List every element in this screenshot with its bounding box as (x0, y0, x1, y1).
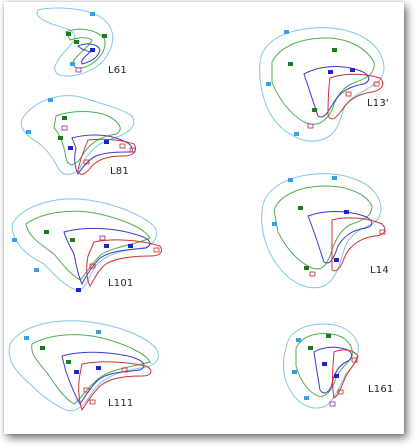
marker-cyan (294, 132, 299, 136)
panel-l111: L111 (4, 314, 204, 424)
marker-cyan (26, 130, 31, 134)
section-drawing-l161 (282, 323, 359, 409)
marker-blue (74, 370, 79, 374)
marker-blue (68, 146, 73, 150)
marker-red (83, 159, 90, 165)
marker-cyan (12, 238, 17, 242)
marker-red (309, 271, 316, 277)
marker-blue (350, 68, 355, 72)
marker-red (129, 147, 136, 153)
marker-cyan (292, 370, 297, 374)
marker-red (83, 387, 90, 393)
marker-green (326, 334, 331, 338)
marker-green (40, 346, 45, 350)
panel-l161: L161 (274, 318, 404, 418)
marker-cyan (70, 62, 75, 66)
marker-green (66, 360, 71, 364)
figure-card: L61 L81 (4, 2, 404, 434)
marker-cyan (284, 30, 289, 34)
marker-green (58, 136, 63, 140)
marker-red (379, 229, 386, 235)
panel-label: L111 (108, 398, 134, 409)
marker-red (89, 263, 96, 269)
marker-cyan (272, 222, 277, 226)
section-drawing-l61 (36, 7, 114, 77)
marker-cyan (332, 176, 337, 180)
marker-open (75, 67, 82, 73)
marker-cyan (296, 338, 301, 342)
marker-red (89, 399, 96, 405)
marker-green (304, 266, 309, 270)
section-drawing-l101 (11, 198, 163, 292)
panel-label: L81 (110, 166, 129, 177)
panel-l101: L101 (4, 194, 204, 304)
marker-blue (90, 48, 95, 52)
marker-cyan (90, 12, 95, 16)
marker-blue (96, 366, 101, 370)
marker-red (121, 367, 128, 373)
marker-open (329, 401, 336, 407)
marker-green (298, 206, 303, 210)
marker-open (99, 235, 106, 241)
marker-blue (322, 362, 327, 366)
marker-red (119, 143, 126, 149)
marker-red (345, 91, 352, 97)
panel-label: L61 (108, 65, 127, 76)
marker-red (337, 389, 344, 395)
marker-red (373, 81, 380, 87)
marker-blue (334, 258, 339, 262)
panel-label: L13' (367, 98, 389, 109)
marker-green (70, 238, 75, 242)
marker-green (66, 32, 71, 36)
marker-cyan (304, 396, 309, 400)
marker-green (74, 40, 79, 44)
panel-l141: L14 (258, 170, 404, 300)
section-drawing-l81 (20, 95, 137, 175)
marker-blue (76, 288, 81, 292)
marker-red (351, 357, 358, 363)
marker-blue (328, 70, 333, 74)
panel-l81: L81 (4, 86, 204, 186)
marker-open (307, 123, 314, 129)
marker-cyan (34, 268, 39, 272)
marker-cyan (266, 82, 271, 86)
marker-open (61, 125, 68, 131)
panel-label: L161 (368, 384, 394, 395)
panel-l61: L61 (4, 2, 204, 92)
section-drawing-l111 (8, 320, 159, 412)
marker-cyan (48, 98, 53, 102)
marker-green (62, 116, 67, 120)
section-drawing-l141 (261, 173, 386, 289)
marker-green (288, 62, 293, 66)
marker-blue (104, 140, 109, 144)
section-drawing-l131 (259, 27, 385, 142)
panel-label: L14 (370, 265, 389, 276)
marker-green (308, 346, 313, 350)
marker-blue (128, 244, 133, 248)
marker-green (102, 34, 107, 38)
marker-green (332, 48, 337, 52)
marker-blue (334, 374, 339, 378)
marker-cyan (96, 330, 101, 334)
marker-green (312, 108, 317, 112)
panel-l131: L13' (254, 22, 404, 152)
marker-cyan (24, 336, 29, 340)
marker-blue (344, 210, 349, 214)
marker-cyan (288, 178, 293, 182)
marker-red (153, 247, 160, 253)
marker-green (44, 230, 49, 234)
panel-label: L101 (108, 278, 134, 289)
marker-blue (104, 244, 109, 248)
